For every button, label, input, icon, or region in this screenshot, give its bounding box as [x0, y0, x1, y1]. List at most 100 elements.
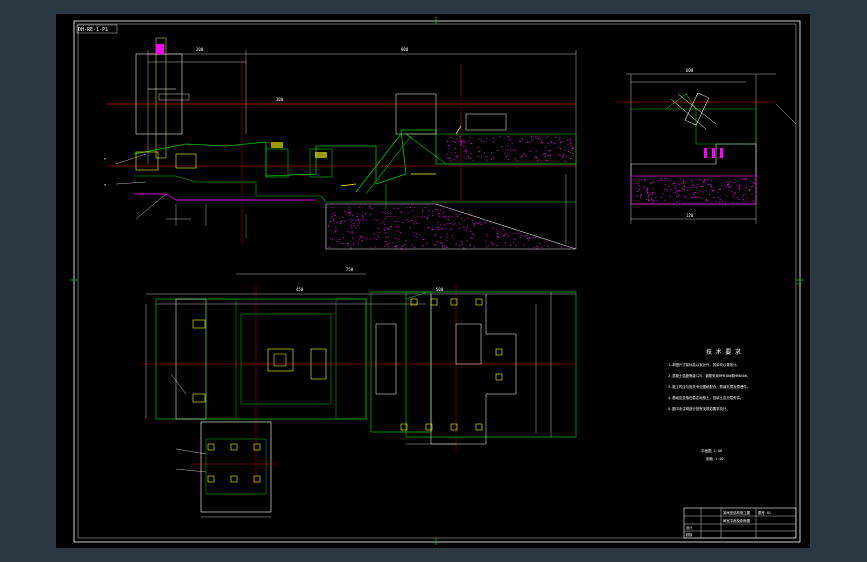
hatch-dot — [465, 158, 467, 160]
hatch-dot — [332, 219, 334, 220]
hatch-dot — [538, 237, 540, 239]
hatch-dot — [359, 239, 361, 241]
longitudinal-section[interactable]: 200 900 300 — [104, 37, 577, 250]
hatch-dot — [545, 156, 547, 157]
note-2: 2.混凝土强度等级C25，钢筋采用HPB300和HRB400。 — [668, 373, 750, 378]
hatch-dot — [726, 181, 728, 183]
hatch-dot — [636, 195, 638, 197]
hatch-dot — [360, 219, 362, 221]
hatch-dot — [646, 189, 649, 191]
hatch-dot — [438, 213, 440, 214]
hatch-dot — [477, 146, 479, 148]
hatch-dot — [651, 192, 653, 194]
hatch-dot — [489, 222, 491, 224]
hatch-dot — [749, 188, 751, 190]
hatch-dot — [670, 189, 672, 191]
hatch-dot — [422, 239, 424, 240]
hatch-dot — [473, 233, 475, 235]
hatch-dot — [673, 182, 675, 184]
hatch-dot — [456, 156, 458, 158]
plan-view[interactable]: 750 450 500 — [141, 267, 577, 518]
hatch-dot — [685, 196, 687, 198]
cad-drawing[interactable]: DH-RE-1-P1 200 900 300 — [56, 14, 810, 548]
hatch-dot — [745, 187, 747, 188]
hatch-dot — [471, 220, 473, 222]
hatch-dot — [446, 157, 448, 159]
hatch-dot — [428, 215, 430, 217]
hatch-dot — [485, 222, 487, 224]
hatch-dot — [559, 142, 561, 144]
hatch-dot — [724, 201, 726, 203]
hatch-dot — [650, 183, 652, 184]
cross-section[interactable]: 120 600 — [616, 68, 797, 224]
hatch-dot — [364, 213, 366, 214]
hatch-dot — [738, 187, 740, 188]
hatch-dot — [426, 242, 428, 244]
hatch-dot — [351, 230, 353, 232]
hatch-dot — [444, 218, 446, 220]
hatch-dot — [441, 229, 443, 230]
hatch-dot — [439, 224, 441, 226]
hatch-dot — [459, 136, 461, 138]
hatch-dot — [389, 226, 391, 228]
hatch-dot — [469, 158, 472, 159]
hatch-dot — [414, 206, 416, 208]
hatch-dot — [461, 217, 463, 219]
hatch-dot — [677, 195, 679, 197]
hatch-dot — [719, 201, 721, 203]
hatch-dot — [487, 235, 489, 237]
hatch-dot — [538, 159, 540, 161]
hatch-dot — [406, 206, 408, 208]
hatch-dot — [460, 141, 462, 143]
hatch-dot — [746, 178, 748, 179]
hatch-dot — [715, 200, 717, 202]
hatch-dot — [473, 246, 476, 248]
hatch-dot — [734, 194, 736, 196]
hatch-dot — [668, 186, 670, 187]
hatch-dot — [692, 187, 694, 189]
hatch-dot — [448, 216, 450, 218]
hatch-dot — [719, 188, 721, 190]
hatch-dot — [638, 185, 640, 187]
hatch-dot — [514, 238, 516, 240]
hatch-dot — [559, 148, 562, 149]
hatch-dot — [719, 199, 721, 200]
hatch-dot — [377, 228, 379, 229]
hatch-dot — [707, 179, 709, 180]
dim-sec-width: 120 — [686, 213, 694, 218]
hatch-dot — [738, 189, 740, 191]
hatch-dot — [677, 190, 679, 192]
hatch-dot — [713, 190, 715, 191]
hatch-dot — [672, 183, 674, 185]
hatch-dot — [736, 184, 738, 186]
title-block[interactable]: 某闸室结构施工图 闸室平面及剖面图 图号 01 设计 校核 — [683, 507, 797, 539]
hatch-dot — [691, 196, 693, 198]
hatch-dot — [467, 218, 469, 220]
hatch-dot — [664, 178, 666, 180]
hatch-dot — [734, 192, 736, 194]
hatch-dot — [711, 186, 713, 187]
hatch-dot — [486, 137, 488, 139]
hatch-dot — [487, 245, 489, 247]
hatch-dot — [374, 218, 376, 220]
hatch-dot — [519, 141, 521, 142]
hatch-dot — [413, 223, 415, 225]
hatch-dot — [396, 220, 398, 222]
hatch-dot — [523, 153, 525, 154]
hatch-dot — [360, 235, 362, 237]
drawing-sheet[interactable]: DH-RE-1-P1 200 900 300 — [56, 14, 810, 548]
hatch-dot — [470, 152, 472, 154]
hatch-dot — [654, 192, 656, 194]
hatch-dot — [505, 232, 507, 234]
hatch-dot — [503, 235, 505, 236]
hatch-dot — [535, 136, 537, 138]
hatch-dot — [483, 141, 485, 143]
hatch-dot — [416, 233, 418, 235]
hatch-dot — [690, 180, 693, 181]
hatch-dot — [332, 213, 334, 215]
hatch-dot — [694, 196, 696, 198]
hatch-dot — [413, 235, 415, 237]
hatch-dot — [454, 223, 456, 225]
hatch-dot — [572, 148, 574, 149]
hatch-dot — [753, 178, 755, 180]
